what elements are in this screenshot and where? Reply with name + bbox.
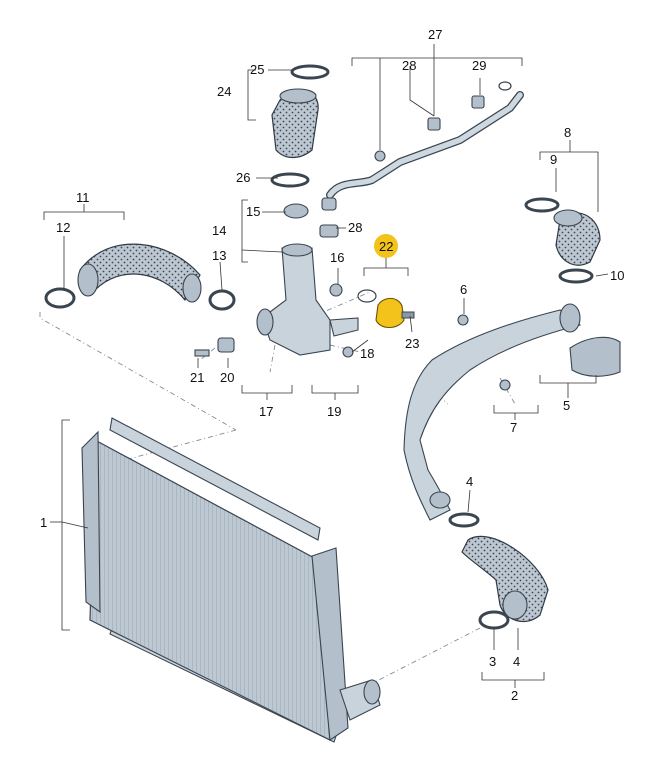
label-2: 2 <box>511 688 518 703</box>
pipe-5 <box>403 303 621 521</box>
hose-2 <box>461 535 549 623</box>
label-25: 25 <box>250 62 264 77</box>
clamp-9 <box>524 197 560 213</box>
clamp-25 <box>290 64 330 80</box>
intercooler-radiator <box>81 417 381 743</box>
hose-24 <box>271 88 319 159</box>
label-9: 9 <box>550 152 557 167</box>
label-24: 24 <box>217 84 231 99</box>
label-17: 17 <box>259 404 273 419</box>
housing-14 <box>256 243 359 356</box>
label-29: 29 <box>472 58 486 73</box>
label-13: 13 <box>212 248 226 263</box>
label-22: 22 <box>379 239 393 254</box>
label-18: 18 <box>360 346 374 361</box>
label-23: 23 <box>405 336 419 351</box>
label-7: 7 <box>510 420 517 435</box>
small-parts <box>194 224 469 358</box>
clamp-3 <box>478 610 510 630</box>
label-6: 6 <box>460 282 467 297</box>
label-20: 20 <box>220 370 234 385</box>
label-10: 10 <box>610 268 624 283</box>
label-4-upper: 4 <box>466 474 473 489</box>
clamp-4-upper <box>448 512 480 528</box>
label-15: 15 <box>246 204 260 219</box>
clamp-12 <box>44 287 76 309</box>
label-3: 3 <box>489 654 496 669</box>
clamp-10 <box>558 268 594 284</box>
label-14: 14 <box>212 223 226 238</box>
hose-8 <box>553 209 601 266</box>
leader-lines <box>43 44 609 688</box>
hose-11 <box>77 243 202 303</box>
label-5: 5 <box>563 398 570 413</box>
label-22-badge: 22 <box>374 234 398 258</box>
label-8: 8 <box>564 125 571 140</box>
clamp-13 <box>208 289 236 311</box>
label-16: 16 <box>330 250 344 265</box>
label-11: 11 <box>76 190 90 205</box>
valve-22 <box>357 289 415 329</box>
label-4-lower: 4 <box>513 654 520 669</box>
label-28-top: 28 <box>402 58 416 73</box>
label-26: 26 <box>236 170 250 185</box>
label-27: 27 <box>428 27 442 42</box>
pipe-27 <box>321 81 524 211</box>
part-labels: 27 28 29 25 24 26 15 14 28 11 12 13 16 2… <box>40 27 624 703</box>
ring-15 <box>283 203 309 219</box>
label-28-middle: 28 <box>348 220 362 235</box>
label-19: 19 <box>327 404 341 419</box>
label-21: 21 <box>190 370 204 385</box>
label-1: 1 <box>40 515 47 530</box>
label-12: 12 <box>56 220 70 235</box>
clamp-26 <box>270 172 310 188</box>
